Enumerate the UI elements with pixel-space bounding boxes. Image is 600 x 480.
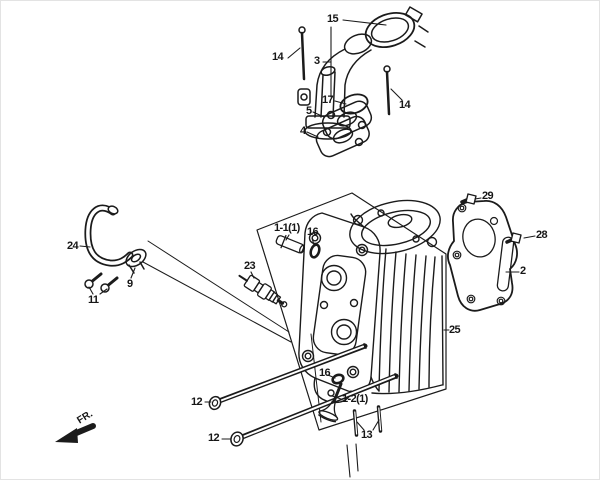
spark-plug-drawing (238, 274, 288, 308)
part-label-stud-14-right: 14 (399, 99, 411, 111)
leader-lines (79, 19, 536, 440)
cylinder-bolt-lower-drawing (230, 372, 399, 447)
carb-gasket-drawing (315, 115, 370, 158)
fr-arrow-icon (55, 423, 96, 443)
stud-bolt-14-left-drawing (298, 26, 306, 81)
part-label-dowel-studs-13: 13 (361, 429, 373, 441)
part-label-spark-plug-23: 23 (244, 260, 256, 272)
part-label-bolt-12-upper: 12 (191, 396, 203, 408)
part-label-valve-1-2: 1-2(1) (342, 393, 368, 405)
valve-guide-drawing (275, 234, 306, 254)
part-label-bolt-12-lower: 12 (208, 432, 220, 444)
part-label-seal-16-top: 16 (307, 226, 319, 238)
hose-clamp-icon (364, 6, 429, 48)
valve-drawing (318, 382, 343, 423)
part-label-stud-14-left: 14 (272, 51, 284, 63)
part-label-cylinder-head-25: 25 (449, 324, 461, 336)
stud-29-drawing (460, 193, 477, 205)
alignment-lines-bottom (346, 443, 359, 478)
part-label-head-gasket-2: 2 (520, 265, 526, 277)
part-label-o-ring-17: 17 (322, 94, 334, 106)
flange-bolts-drawing (84, 272, 119, 293)
dowel-studs-drawing (352, 405, 383, 437)
valve-seal-top-drawing (309, 243, 321, 259)
part-label-stud-28: 28 (536, 229, 548, 241)
head-boundary-box (256, 192, 447, 431)
part-label-valve-guide-1-1: 1-1(1) (274, 222, 300, 234)
part-label-pipe-24: 24 (67, 240, 79, 252)
part-label-intake-manifold-3: 3 (314, 55, 320, 67)
part-label-carb-gasket-4: 4 (300, 125, 306, 137)
part-label-joint-9: 9 (127, 278, 133, 290)
stud-bolt-14-right-drawing (383, 65, 391, 116)
part-label-hose-clamp-15: 15 (327, 13, 339, 25)
stud-28-drawing (505, 232, 522, 244)
valve-seal-bottom-drawing (331, 373, 345, 385)
head-gasket-drawing (447, 200, 518, 312)
part-label-bolts-11: 11 (88, 294, 99, 306)
intake-manifold-drawing (297, 33, 373, 140)
part-label-stud-29: 29 (482, 190, 494, 202)
pipe-joint-drawing (125, 248, 147, 274)
pipe-drawing (84, 204, 134, 267)
part-label-insulator-5: 5 (306, 105, 312, 117)
cylinder-bolt-upper-drawing (208, 342, 368, 411)
part-label-seal-16-bottom: 16 (319, 367, 331, 379)
